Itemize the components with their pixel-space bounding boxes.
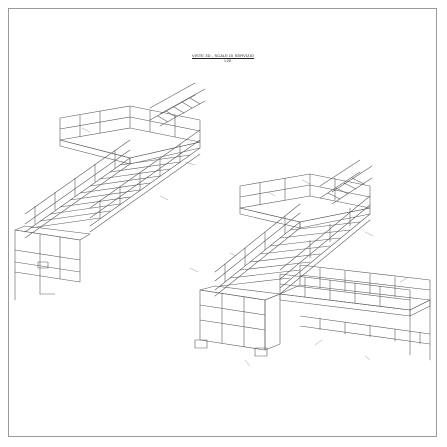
drawing-title: VISTE 3D - SCALE DI SERVIZIO — [192, 53, 255, 58]
callout-leaders — [81, 94, 408, 367]
right-stair-assembly — [194, 159, 431, 361]
drawing-scale: 1:25 — [224, 59, 231, 63]
drawing-sheet — [8, 8, 437, 437]
left-stair-assembly — [14, 82, 206, 301]
